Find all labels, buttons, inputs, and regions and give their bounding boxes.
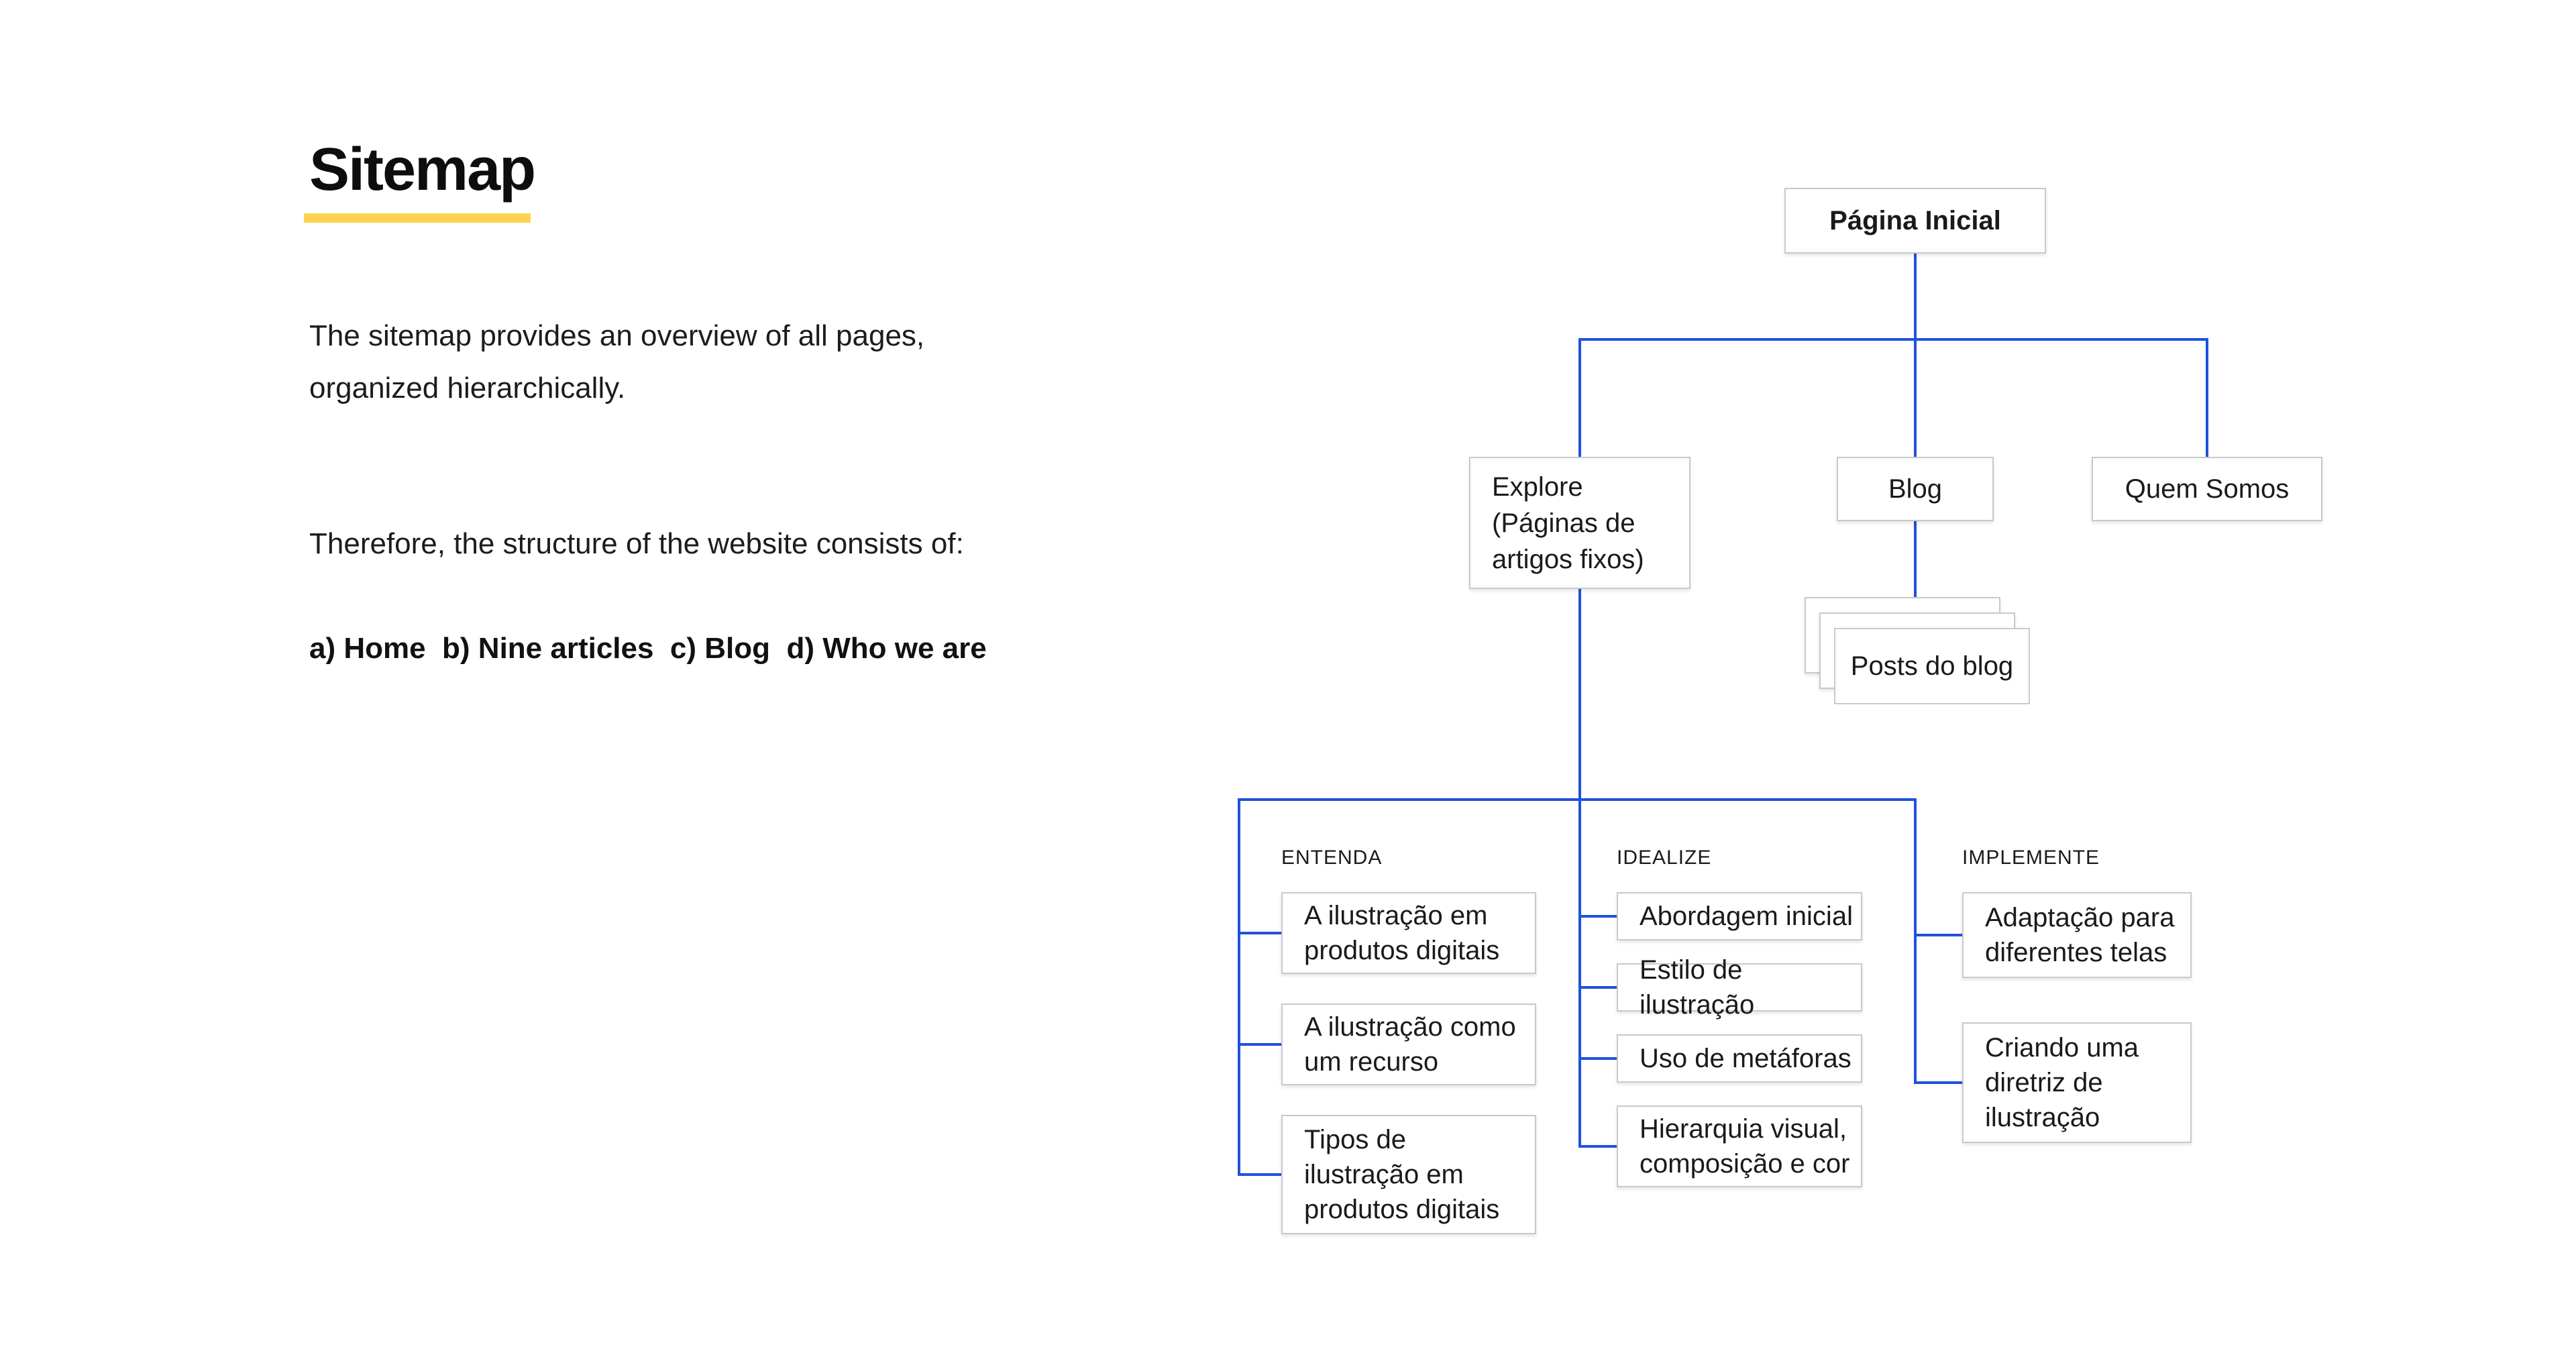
connector-stub-entenda-1 <box>1238 932 1281 934</box>
connector-stub-idealize-1 <box>1578 915 1617 918</box>
node-explore: Explore (Páginas de artigos fixos) <box>1469 457 1690 589</box>
connector-drop-quem-somos <box>2206 338 2208 457</box>
connector-level2-horizontal <box>1238 798 1917 801</box>
node-blog: Blog <box>1837 457 1994 521</box>
node-idealize-3: Uso de metáforas <box>1617 1034 1862 1083</box>
node-posts-do-blog: Posts do blog <box>1834 628 2030 704</box>
structure-intro-line: Therefore, the structure of the website … <box>309 527 964 560</box>
title-underline-bar <box>304 213 531 223</box>
connector-stub-implemente-2 <box>1914 1081 1962 1084</box>
intro-paragraph: The sitemap provides an overview of all … <box>309 319 925 404</box>
connector-blog-to-posts <box>1914 521 1917 597</box>
node-idealize-2: Estilo de ilustração <box>1617 955 1862 1020</box>
node-entenda-1: A ilustração em produtos digitais <box>1281 892 1536 974</box>
connector-level1-horizontal <box>1578 338 2208 341</box>
connector-explore-to-idealize-spine <box>1578 589 1581 1148</box>
structure-paragraph: Therefore, the structure of the website … <box>309 466 1215 727</box>
connector-stub-entenda-2 <box>1238 1043 1281 1046</box>
group-heading-entenda: ENTENDA <box>1281 847 1383 869</box>
connector-stub-idealize-3 <box>1578 1057 1617 1060</box>
node-idealize-1: Abordagem inicial <box>1617 892 1862 940</box>
group-heading-idealize: IDEALIZE <box>1617 847 1712 869</box>
connector-stub-entenda-3 <box>1238 1173 1281 1176</box>
structure-items-line: a) Home b) Nine articles c) Blog d) Who … <box>309 632 987 665</box>
node-entenda-3: Tipos de ilustração em produtos digitais <box>1281 1115 1536 1234</box>
connector-drop-explore <box>1578 338 1581 457</box>
node-quem-somos: Quem Somos <box>2092 457 2322 521</box>
node-idealize-4: Hierarquia visual, composição e cor <box>1617 1105 1862 1187</box>
node-entenda-2: A ilustração como um recurso <box>1281 1004 1536 1085</box>
group-heading-implemente: IMPLEMENTE <box>1962 847 2100 869</box>
node-implemente-2: Criando uma diretriz de ilustração <box>1962 1022 2192 1143</box>
connector-stub-idealize-2 <box>1578 986 1617 989</box>
node-implemente-1: Adaptação para diferentes telas <box>1962 892 2192 978</box>
connector-stub-idealize-4 <box>1578 1145 1617 1148</box>
page-title: Sitemap <box>309 136 536 203</box>
connector-implemente-spine <box>1914 798 1917 1084</box>
connector-entenda-spine <box>1238 798 1240 1176</box>
connector-stub-implemente-1 <box>1914 934 1962 936</box>
connector-root-to-blog-vertical <box>1914 253 1917 457</box>
node-pagina-inicial: Página Inicial <box>1784 188 2046 254</box>
